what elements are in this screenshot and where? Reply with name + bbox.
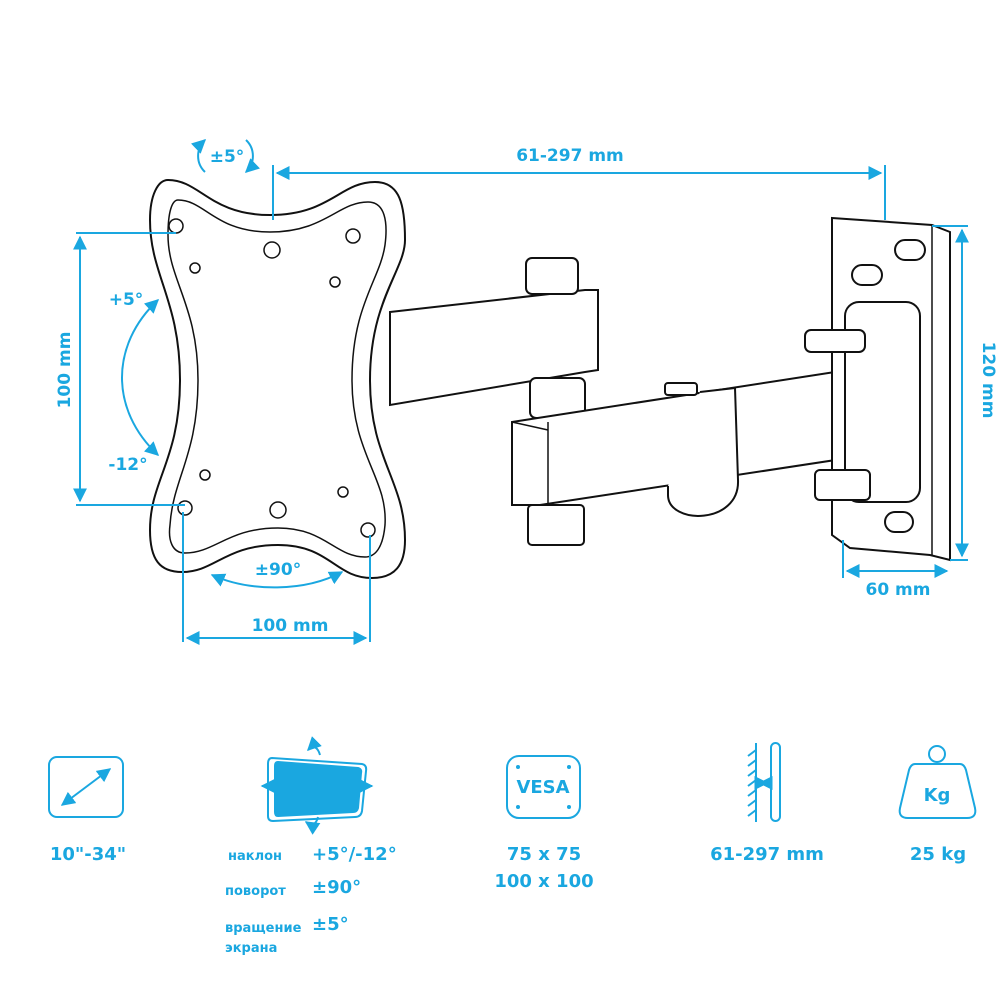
vesa-horizontal-dimension: 100 mm [252, 616, 329, 636]
upper-pivot-bolt [525, 257, 579, 295]
mount-drawing [148, 178, 951, 580]
vesa-size-2: 100 x 100 [494, 871, 593, 892]
screen-size-value: 10"-34" [50, 844, 126, 865]
tilt-swivel-icon [260, 736, 374, 835]
tilt-down-dimension: -12° [108, 455, 147, 475]
rotation-label-line1: вращение [225, 921, 302, 936]
upper-arm [389, 289, 599, 407]
tilt-value: +5°/-12° [312, 844, 397, 865]
wall-distance-value: 61-297 mm [710, 844, 824, 865]
screen-size-icon [48, 756, 124, 818]
lower-nut [527, 504, 585, 546]
swivel-label: поворот [225, 884, 286, 899]
rotation-value: ±5° [312, 914, 349, 935]
dimensions: 61-297 mm ±5° 100 mm +5° -12° ±90° 100 m… [55, 139, 998, 645]
specs-section: 10"-34" наклон +5°/-12° поворот ±90° вра… [48, 736, 977, 956]
swivel-value: ±90° [312, 877, 361, 898]
cable-clip [667, 386, 740, 517]
wall-plate-height-dimension: 120 mm [978, 342, 998, 419]
weight-icon: Kg [898, 745, 977, 819]
rotation-label-line2: экрана [225, 941, 277, 956]
vesa-icon: VESA [506, 755, 581, 819]
top-bracket-bolt [804, 329, 866, 353]
vesa-vertical-dimension: 100 mm [55, 332, 75, 409]
wall-plate-width-dimension: 60 mm [865, 580, 930, 600]
arm-range-dimension: 61-297 mm [516, 146, 624, 166]
max-load-value: 25 kg [910, 844, 966, 865]
bottom-bracket-bolt [814, 469, 871, 501]
rotation-dimension: ±5° [210, 147, 245, 167]
tilt-label: наклон [228, 849, 282, 864]
svg-text:VESA: VESA [516, 777, 569, 798]
tilt-up-dimension: +5° [109, 290, 144, 310]
vesa-plate [148, 178, 407, 580]
vesa-size-1: 75 x 75 [507, 844, 581, 865]
wall-distance-icon [747, 742, 781, 822]
svg-text:Kg: Kg [924, 785, 951, 806]
swivel-dimension: ±90° [255, 560, 301, 580]
